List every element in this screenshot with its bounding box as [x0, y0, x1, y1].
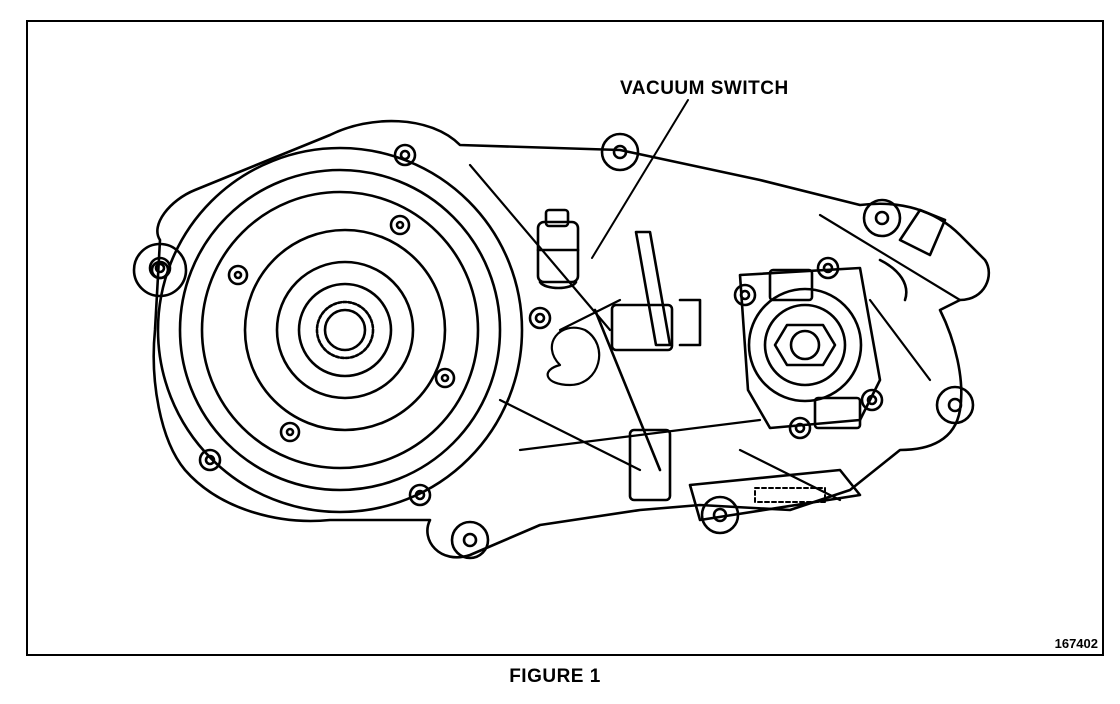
shift-linkage [878, 208, 947, 302]
figure-frame [26, 20, 1104, 656]
callout-leader [591, 99, 689, 259]
front-hub-mid [275, 260, 415, 400]
rear-mounting-tab [688, 468, 862, 522]
shift-actuator [593, 230, 702, 502]
vacuum-switch-callout-label: VACUUM SWITCH [620, 78, 789, 99]
vacuum-switch [536, 208, 580, 290]
front-flange-outer [156, 146, 524, 514]
front-hub-inner [297, 282, 393, 378]
front-flange-ring-2 [200, 190, 480, 470]
rear-output-assembly [733, 256, 884, 440]
front-hub-outer [243, 228, 447, 432]
flange-bolts [148, 143, 552, 507]
output-shaft [323, 308, 367, 352]
housing-bolts [450, 132, 975, 560]
housing-outline [152, 119, 991, 559]
figure-caption: FIGURE 1 [509, 666, 601, 687]
housing-ribs [468, 163, 962, 502]
front-flange-ring [178, 168, 502, 492]
output-spline [315, 300, 375, 360]
figure-number: 167402 [1054, 636, 1098, 651]
